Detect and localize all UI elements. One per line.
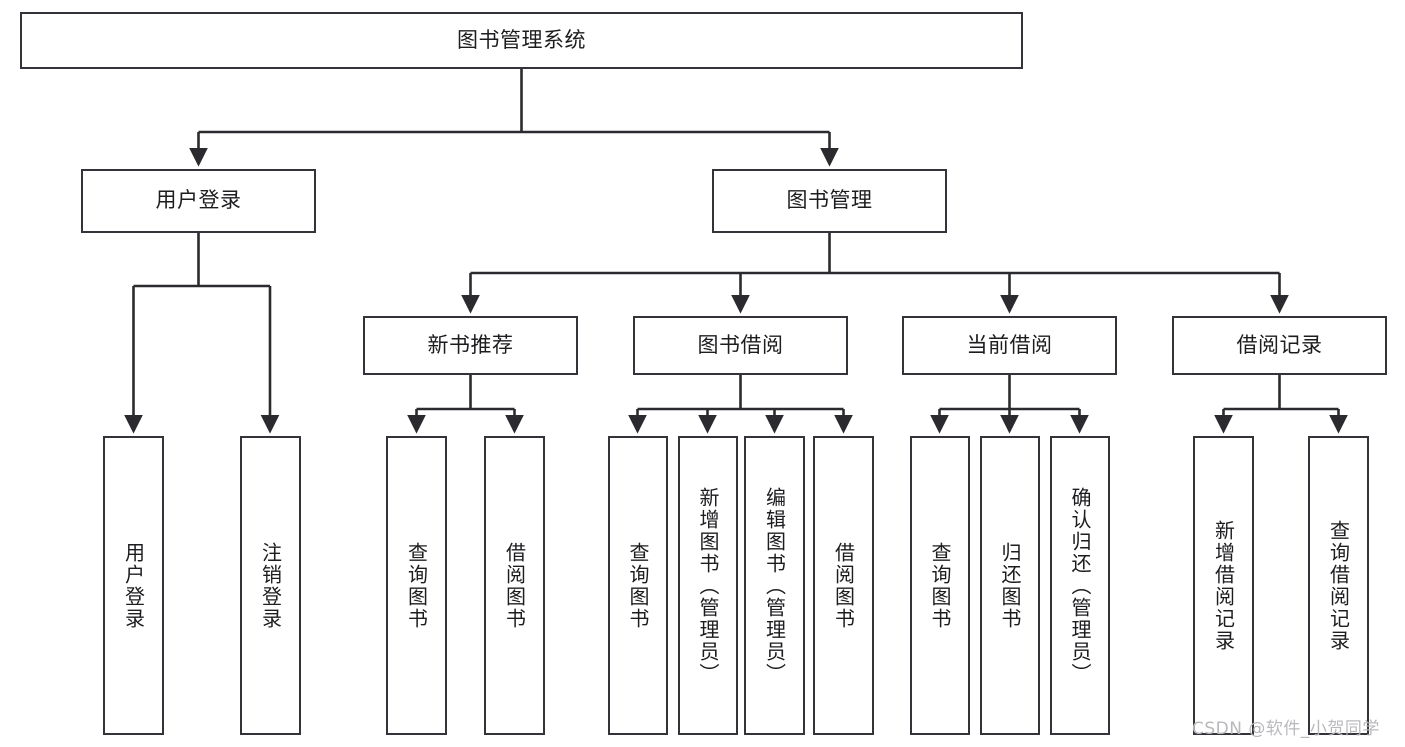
- node-label: 图书管理: [786, 188, 873, 213]
- leaf-query-book-current[interactable]: 查询图书: [910, 436, 970, 735]
- node-label: 新增图书（管理员）: [696, 486, 720, 685]
- leaf-add-book-admin[interactable]: 新增图书（管理员）: [678, 436, 738, 735]
- node-label: 用户登录: [121, 541, 146, 630]
- node-label: 新书推荐: [427, 332, 514, 357]
- node-label: 确认归还（管理员）: [1068, 486, 1092, 685]
- leaf-add-borrow-record[interactable]: 新增借阅记录: [1193, 436, 1254, 735]
- node-label: 查询图书: [404, 541, 429, 630]
- node-book-management[interactable]: 图书管理: [712, 169, 947, 233]
- node-book-borrow[interactable]: 图书借阅: [633, 316, 848, 375]
- leaf-return-book[interactable]: 归还图书: [980, 436, 1040, 735]
- node-label: 借阅图书: [502, 541, 527, 630]
- node-user-login[interactable]: 用户登录: [81, 169, 316, 233]
- leaf-logout-login[interactable]: 注销登录: [240, 436, 301, 735]
- leaf-query-borrow-record[interactable]: 查询借阅记录: [1308, 436, 1369, 735]
- leaf-query-book-recommend[interactable]: 查询图书: [386, 436, 447, 735]
- leaf-confirm-return-admin[interactable]: 确认归还（管理员）: [1050, 436, 1110, 735]
- node-label: 查询图书: [928, 541, 952, 630]
- node-label: 借阅图书: [831, 541, 856, 630]
- node-label: 查询借阅记录: [1326, 519, 1351, 652]
- leaf-borrow-book-recommend[interactable]: 借阅图书: [484, 436, 545, 735]
- node-label: 图书借阅: [697, 332, 784, 357]
- node-label: 注销登录: [258, 541, 283, 630]
- watermark-text: CSDN @软件_小贺同学: [1192, 719, 1380, 739]
- node-new-book-recommend[interactable]: 新书推荐: [363, 316, 578, 375]
- node-label: 图书管理系统: [457, 27, 586, 52]
- node-label: 当前借阅: [966, 332, 1053, 357]
- node-label: 编辑图书（管理员）: [762, 486, 787, 685]
- node-label: 归还图书: [998, 541, 1022, 630]
- leaf-borrow-book-borrow[interactable]: 借阅图书: [813, 436, 874, 735]
- leaf-edit-book-admin[interactable]: 编辑图书（管理员）: [744, 436, 805, 735]
- node-borrow-record[interactable]: 借阅记录: [1172, 316, 1387, 375]
- node-label: 新增借阅记录: [1211, 519, 1236, 652]
- node-current-borrow[interactable]: 当前借阅: [902, 316, 1117, 375]
- node-label: 查询图书: [626, 541, 650, 630]
- node-root-book-management-system[interactable]: 图书管理系统: [20, 12, 1023, 69]
- node-label: 用户登录: [155, 188, 242, 213]
- node-label: 借阅记录: [1236, 332, 1323, 357]
- leaf-user-login[interactable]: 用户登录: [103, 436, 164, 735]
- leaf-query-book-borrow[interactable]: 查询图书: [608, 436, 668, 735]
